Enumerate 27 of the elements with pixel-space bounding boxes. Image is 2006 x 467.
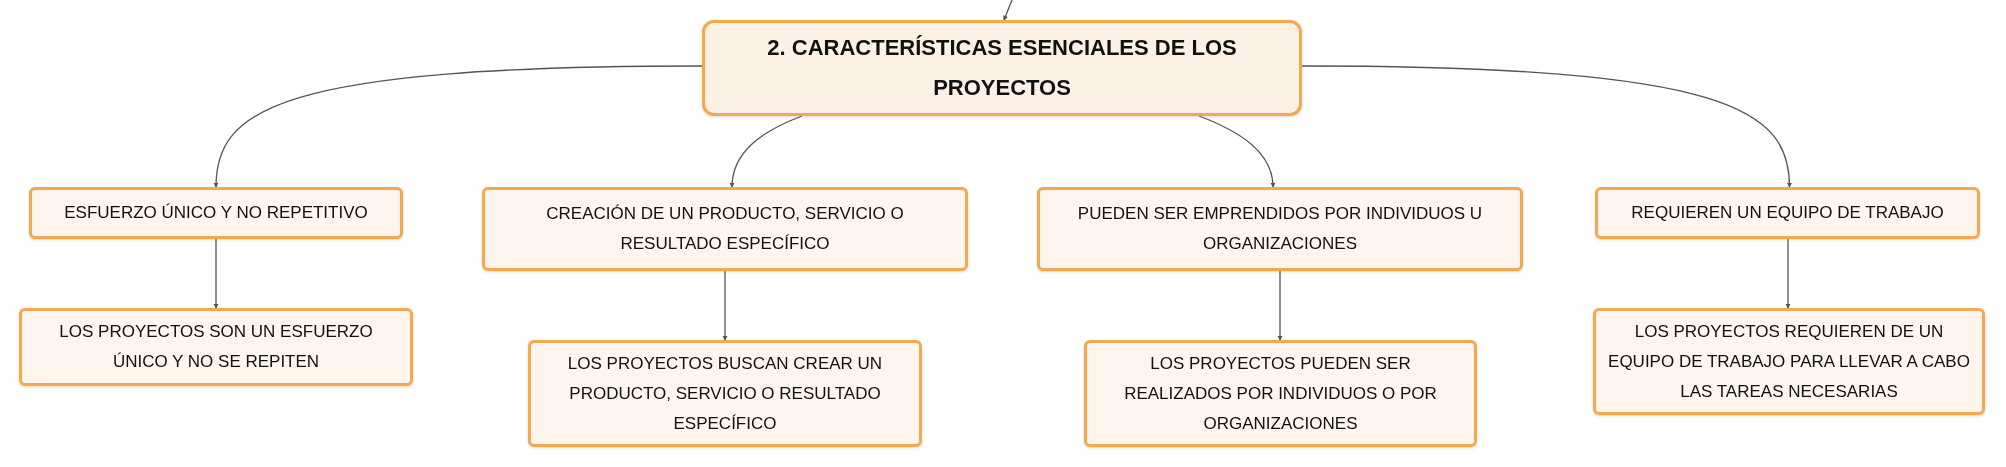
topic-text: LOS PROYECTOS PUEDEN SER REALIZADOS POR INDIVIDUOS O POR ORGANIZACIONES [1123,352,1438,435]
connector-arrow [1003,0,1013,21]
topic-text: LOS PROYECTOS SON UN ESFUERZO ÚNICO Y NO SE REPITEN [58,321,374,373]
topic-title: 2. CARACTERÍSTICAS ESENCIALES DE LOS PROYECTOS [766,34,1238,102]
topic-box [29,187,403,239]
topic-box [1593,308,1985,415]
topic-text: CREACIÓN DE UN PRODUCTO, SERVICIO O RESULTADO ESPECÍFICO [545,203,905,255]
connector-arrow [1198,115,1276,188]
topic-box [702,20,1302,116]
topic-text: LOS PROYECTOS REQUIEREN DE UN EQUIPO DE TRABAJO PARA LLEVAR A CABO LAS TAREAS NECESARIAS [1607,320,1971,403]
topic-box [528,340,922,447]
topic-text: ESFUERZO ÚNICO Y NO REPETITIVO [64,202,368,224]
topic-text: LOS PROYECTOS BUSCAN CREAR UN PRODUCTO, SERVICIO O RESULTADO ESPECÍFICO [566,352,884,435]
connector-arrow [1301,65,1792,188]
topic-box [1595,187,1980,239]
connector-arrow [1277,270,1283,341]
topic-box [19,308,413,386]
topic-box [482,187,968,271]
topic-box [1037,187,1523,271]
topic-box [1084,340,1477,447]
connector-arrow [213,238,219,309]
connector-arrow [729,115,803,188]
connector-arrow [1785,238,1791,309]
connector-arrow [722,270,728,341]
topic-text: REQUIEREN UN EQUIPO DE TRABAJO [1631,202,1944,224]
topic-text: PUEDEN SER EMPRENDIDOS POR INDIVIDUOS U ORGANIZACIONES [1076,203,1484,255]
connector-arrow [213,65,703,188]
